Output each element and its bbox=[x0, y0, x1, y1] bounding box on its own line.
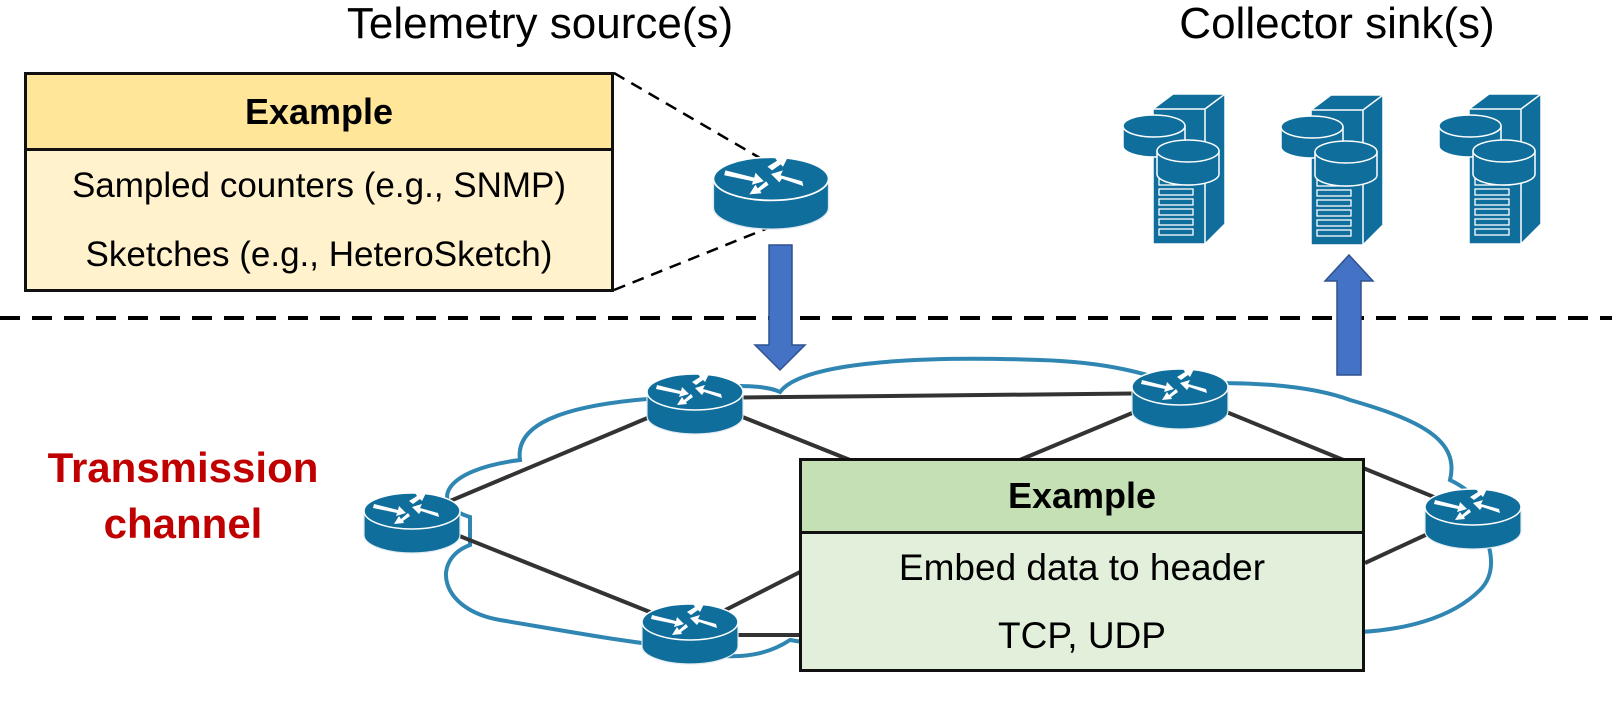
channel-label-line1: Transmission bbox=[47, 444, 319, 491]
channel-example-box: Example Embed data to header TCP, UDP bbox=[799, 458, 1365, 672]
link bbox=[694, 391, 1181, 400]
router-icon bbox=[641, 603, 739, 665]
telemetry-source-title: Telemetry source(s) bbox=[346, 0, 734, 48]
router-icon bbox=[646, 373, 744, 435]
router-icon bbox=[1131, 368, 1229, 430]
router-icon bbox=[1424, 488, 1522, 550]
zoom-guide-bottom bbox=[613, 226, 769, 292]
channel-label-line2: channel bbox=[103, 500, 263, 547]
collector-sink-title: Collector sink(s) bbox=[1179, 0, 1495, 48]
channel-example-row: Embed data to header bbox=[898, 547, 1266, 588]
database-server-icon bbox=[1122, 93, 1226, 245]
source-example-box: Example Sampled counters (e.g., SNMP) Sk… bbox=[24, 72, 614, 292]
zoom-guide-top bbox=[613, 71, 761, 160]
router-icon bbox=[363, 492, 461, 554]
channel-example-header: Example bbox=[802, 461, 1362, 534]
down-arrow-icon bbox=[753, 244, 807, 372]
source-example-header: Example bbox=[27, 75, 611, 151]
router-icon bbox=[712, 156, 830, 231]
database-server-icon bbox=[1280, 94, 1384, 246]
source-example-row: Sampled counters (e.g., SNMP) bbox=[71, 165, 567, 205]
link bbox=[1179, 391, 1474, 515]
transmission-channel-label: Transmission channel bbox=[48, 440, 319, 552]
up-arrow-icon bbox=[1323, 253, 1375, 376]
database-server-icon bbox=[1438, 93, 1542, 245]
channel-example-row: TCP, UDP bbox=[998, 615, 1166, 656]
source-example-row: Sketches (e.g., HeteroSketch) bbox=[85, 234, 553, 274]
